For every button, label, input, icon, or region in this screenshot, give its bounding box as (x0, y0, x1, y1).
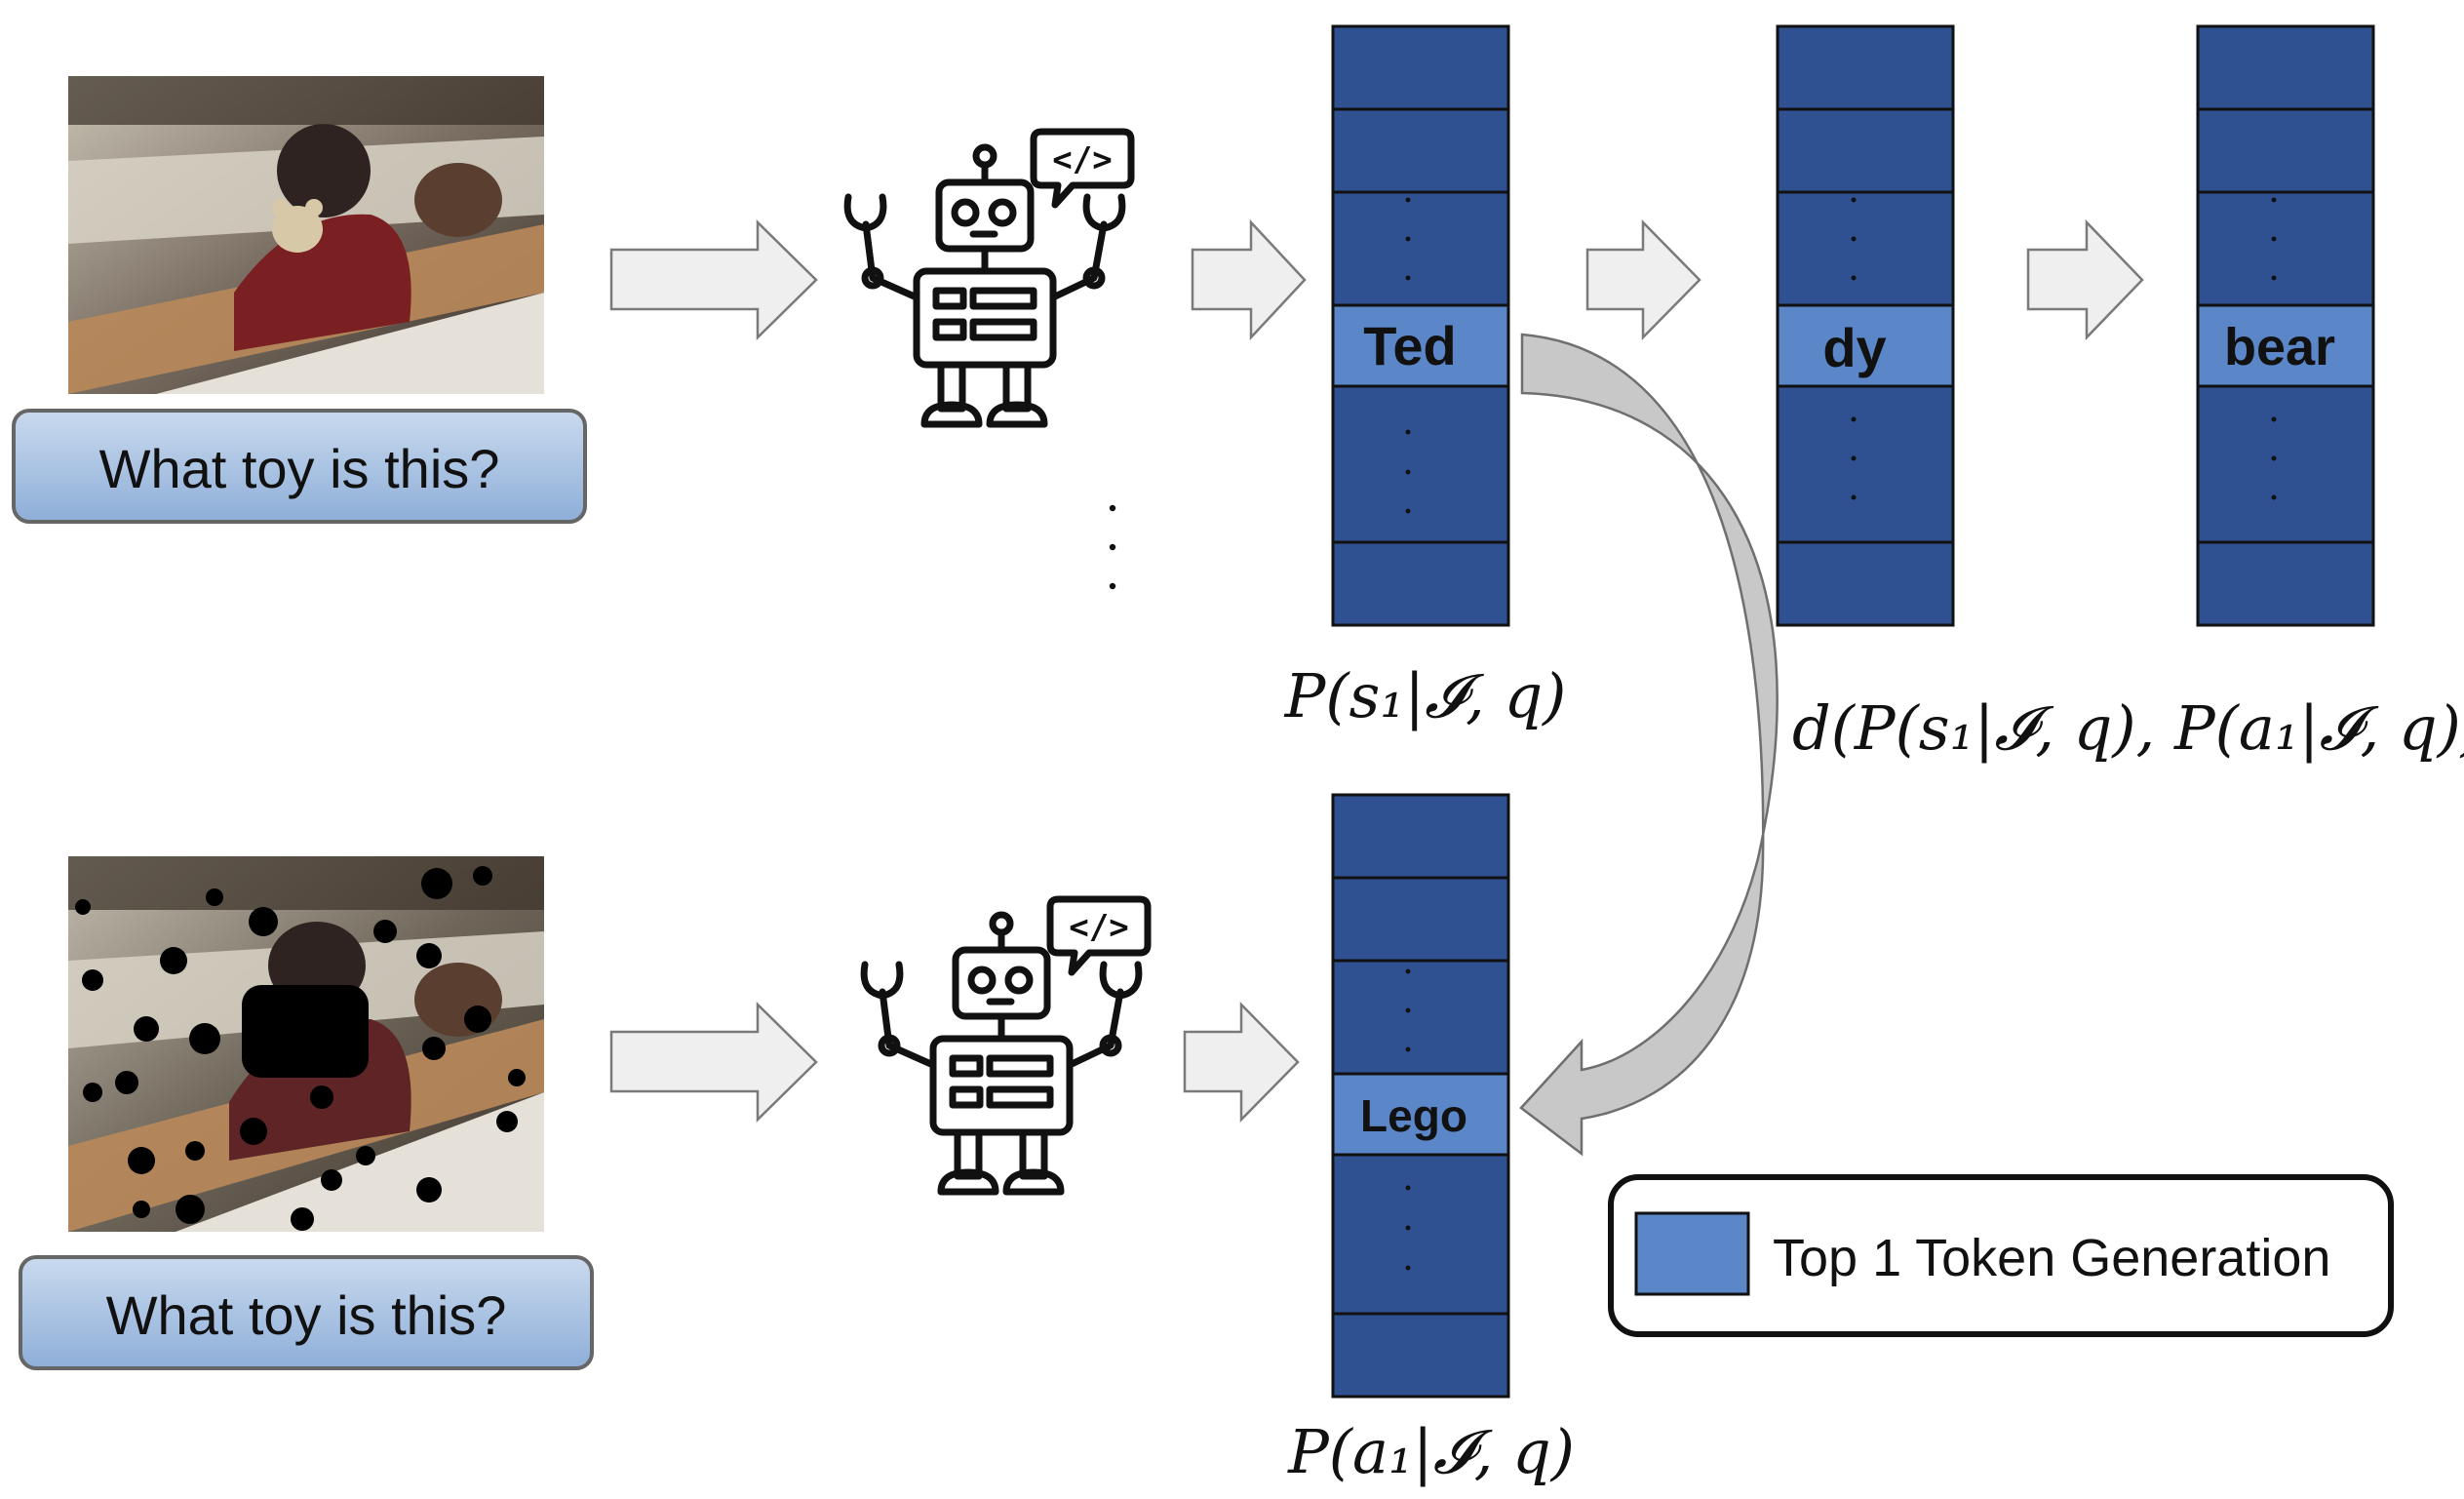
token-distribution-step-2: dy (1776, 24, 1955, 627)
question-text-top: What toy is this? (99, 438, 500, 499)
top-token-label: Ted (1363, 315, 1456, 376)
input-image-masked (68, 856, 544, 1232)
legend-swatch (1634, 1211, 1750, 1296)
svg-text:</>: </> (1069, 908, 1128, 947)
token-distribution-masked: Lego (1331, 793, 1510, 1399)
top-token-cell (2196, 303, 2375, 388)
top-token-label: Lego (1360, 1090, 1467, 1141)
top-token-label: dy (1822, 317, 1886, 378)
top-token-label: bear (2224, 318, 2335, 376)
legend: Top 1 Token Generation (1608, 1174, 2394, 1337)
arrow-step-2-to-3 (2026, 218, 2144, 341)
top-token-cell (1331, 1072, 1510, 1157)
arrow-image-to-model-top (609, 219, 818, 340)
curved-comparison-arrow (1519, 333, 1779, 1157)
input-image-original (68, 76, 544, 394)
formula-distance: d(P(s₁|𝓘, q), P(a₁|𝓘, q)) (1792, 692, 2464, 764)
token-distribution-step-3: bear (2196, 24, 2375, 627)
top-token-cell (1776, 303, 1955, 388)
svg-text:</>: </> (1052, 140, 1112, 179)
legend-label: Top 1 Token Generation (1773, 1229, 2330, 1287)
formula-p-s1: P(s₁|𝓘, q) (1284, 660, 1567, 731)
question-text-bottom: What toy is this? (106, 1284, 507, 1346)
formula-p-a1: P(a₁|𝓘, q) (1287, 1416, 1575, 1487)
ellipsis-more-steps (1109, 504, 1116, 590)
question-box-top: What toy is this? (12, 409, 587, 524)
arrow-image-to-model-bottom (609, 1002, 818, 1123)
robot-icon: </> (843, 128, 1135, 428)
question-box-bottom: What toy is this? (19, 1255, 594, 1370)
arrow-model-to-distribution-top (1191, 218, 1307, 341)
robot-icon: </> (860, 895, 1152, 1196)
top-token-cell (1331, 303, 1510, 388)
token-distribution-step-1: Ted (1331, 24, 1510, 627)
arrow-step-1-to-2 (1585, 218, 1701, 341)
arrow-model-to-distribution-bottom (1183, 1001, 1300, 1124)
